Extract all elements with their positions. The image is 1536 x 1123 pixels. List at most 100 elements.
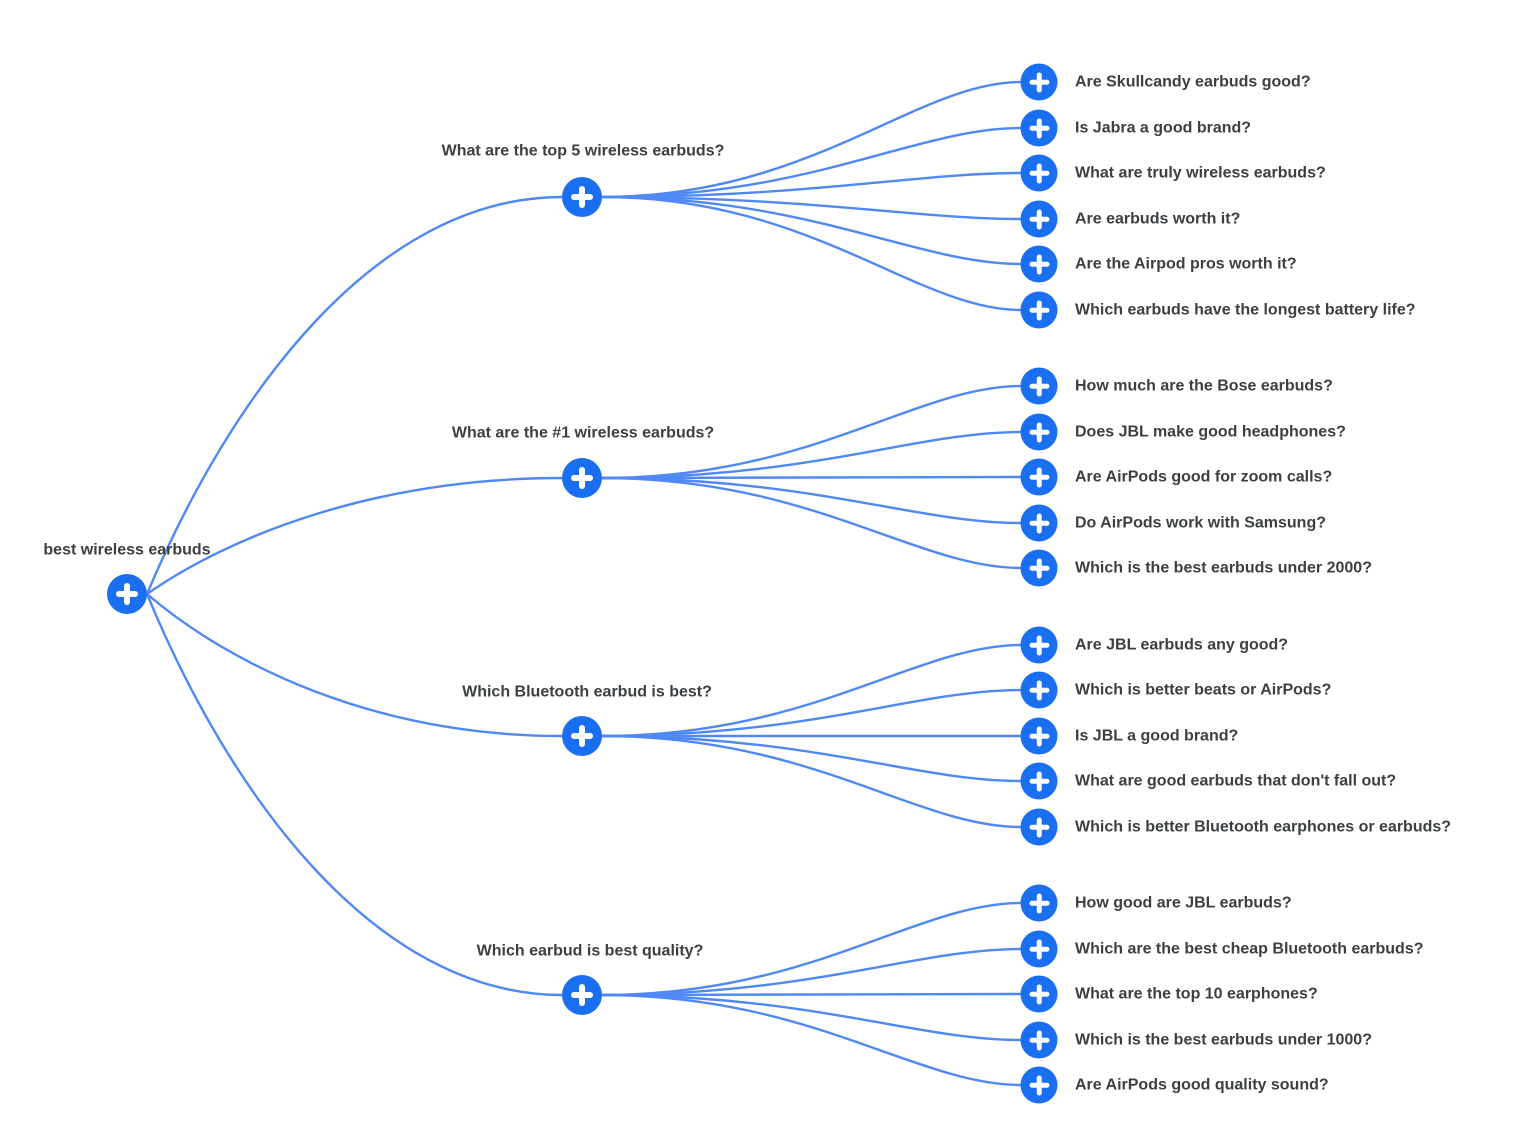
edge-branch-leaf	[600, 384, 1023, 480]
leaf-label: Which is the best earbuds under 1000?	[1075, 1031, 1372, 1049]
edge-branch-leaf	[600, 643, 1023, 738]
leaf-expand-button[interactable]	[1020, 245, 1058, 283]
edge-branch-leaf	[600, 80, 1023, 199]
leaf-label: Are earbuds worth it?	[1075, 210, 1241, 228]
leaf-label: How much are the Bose earbuds?	[1075, 377, 1333, 395]
plus-icon	[1021, 718, 1058, 755]
plus-icon	[1021, 809, 1058, 846]
edge-branch-leaf	[600, 993, 1023, 1087]
root-label: best wireless earbuds	[43, 541, 211, 559]
edge-root-branch	[145, 592, 564, 997]
leaf-label: Which is the best earbuds under 2000?	[1075, 559, 1372, 577]
branch-label: What are the top 5 wireless earbuds?	[441, 142, 725, 160]
plus-icon	[1021, 763, 1058, 800]
plus-icon	[562, 177, 602, 217]
branch-label: What are the #1 wireless earbuds?	[451, 424, 715, 442]
plus-icon	[1021, 885, 1058, 922]
leaf-expand-button[interactable]	[1020, 1021, 1058, 1059]
leaf-expand-button[interactable]	[1020, 200, 1058, 238]
leaf-expand-button[interactable]	[1020, 884, 1058, 922]
plus-icon	[1021, 1022, 1058, 1059]
plus-icon	[1021, 201, 1058, 238]
leaf-expand-button[interactable]	[1020, 63, 1058, 101]
plus-icon	[1021, 246, 1058, 283]
plus-icon	[1021, 459, 1058, 496]
edge-branch-leaf	[600, 430, 1023, 480]
leaf-label: What are truly wireless earbuds?	[1075, 164, 1326, 182]
edge-branch-leaf	[600, 171, 1023, 199]
leaf-label: Are JBL earbuds any good?	[1075, 636, 1289, 654]
plus-icon	[562, 716, 602, 756]
edge-branch-leaf	[600, 992, 1023, 997]
branch-label: Which earbud is best quality?	[476, 942, 704, 960]
edge-branch-leaf	[600, 126, 1023, 199]
leaf-expand-button[interactable]	[1020, 154, 1058, 192]
plus-icon	[1021, 976, 1058, 1013]
leaf-expand-button[interactable]	[1020, 626, 1058, 664]
root-expand-button[interactable]	[107, 574, 147, 614]
branch-expand-button[interactable]	[562, 975, 602, 1015]
plus-icon	[1021, 110, 1058, 147]
branch-expand-button[interactable]	[562, 177, 602, 217]
plus-icon	[1021, 155, 1058, 192]
plus-icon	[1021, 627, 1058, 664]
leaf-expand-button[interactable]	[1020, 762, 1058, 800]
plus-icon	[1021, 64, 1058, 101]
edge-branch-leaf	[600, 688, 1023, 738]
leaf-expand-button[interactable]	[1020, 671, 1058, 709]
plus-icon	[107, 574, 147, 614]
edge-branch-leaf	[600, 476, 1023, 525]
edge-branch-leaf	[600, 947, 1023, 997]
leaf-label: Which are the best cheap Bluetooth earbu…	[1075, 940, 1424, 958]
leaf-expand-button[interactable]	[1020, 458, 1058, 496]
plus-icon	[1021, 292, 1058, 329]
plus-icon	[562, 458, 602, 498]
leaf-label: Which is better beats or AirPods?	[1075, 681, 1332, 699]
leaf-expand-button[interactable]	[1020, 109, 1058, 147]
edge-root-branch	[145, 195, 564, 596]
leaf-expand-button[interactable]	[1020, 549, 1058, 587]
leaf-expand-button[interactable]	[1020, 975, 1058, 1013]
plus-icon	[1021, 1067, 1058, 1104]
leaf-label: What are good earbuds that don't fall ou…	[1075, 772, 1397, 790]
edge-branch-leaf	[600, 476, 1023, 570]
branch-expand-button[interactable]	[562, 458, 602, 498]
leaf-expand-button[interactable]	[1020, 413, 1058, 451]
leaf-expand-button[interactable]	[1020, 930, 1058, 968]
branch-expand-button[interactable]	[562, 716, 602, 756]
leaf-label: How good are JBL earbuds?	[1075, 894, 1292, 912]
leaf-expand-button[interactable]	[1020, 367, 1058, 405]
plus-icon	[1021, 505, 1058, 542]
edge-branch-leaf	[600, 901, 1023, 997]
edge-branch-leaf	[600, 475, 1023, 480]
leaf-label: Are Skullcandy earbuds good?	[1075, 73, 1311, 91]
leaf-label: What are the top 10 earphones?	[1075, 985, 1318, 1003]
leaf-expand-button[interactable]	[1020, 1066, 1058, 1104]
leaf-expand-button[interactable]	[1020, 291, 1058, 329]
edge-branch-leaf	[600, 734, 1023, 829]
edge-branch-leaf	[600, 195, 1023, 312]
edge-branch-leaf	[600, 195, 1023, 221]
leaf-label: Which is better Bluetooth earphones or e…	[1075, 818, 1452, 836]
leaf-label: Which earbuds have the longest battery l…	[1075, 301, 1416, 319]
leaf-label: Do AirPods work with Samsung?	[1075, 514, 1326, 532]
leaf-label: Are the Airpod pros worth it?	[1075, 255, 1297, 273]
edge-branch-leaf	[600, 993, 1023, 1042]
plus-icon	[1021, 672, 1058, 709]
edge-branch-leaf	[600, 195, 1023, 266]
leaf-label: Is Jabra a good brand?	[1075, 119, 1252, 137]
leaf-expand-button[interactable]	[1020, 808, 1058, 846]
plus-icon	[562, 975, 602, 1015]
plus-icon	[1021, 931, 1058, 968]
branch-label: Which Bluetooth earbud is best?	[462, 683, 712, 701]
leaf-label: Is JBL a good brand?	[1075, 727, 1239, 745]
edge-root-branch	[145, 592, 564, 738]
edge-branch-leaf	[600, 734, 1023, 783]
plus-icon	[1021, 368, 1058, 405]
leaf-expand-button[interactable]	[1020, 717, 1058, 755]
leaf-label: Does JBL make good headphones?	[1075, 423, 1346, 441]
edge-root-branch	[145, 476, 564, 596]
leaf-expand-button[interactable]	[1020, 504, 1058, 542]
